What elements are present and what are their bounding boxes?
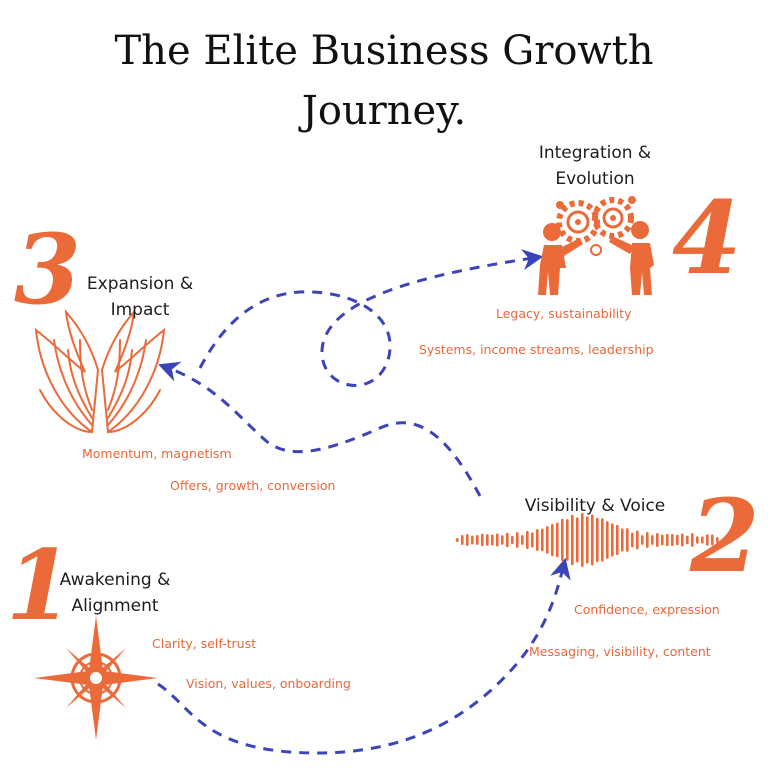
wave-bar bbox=[686, 535, 689, 545]
gear-team-icon bbox=[538, 196, 654, 295]
wave-bar bbox=[706, 534, 709, 546]
wave-bar bbox=[621, 528, 624, 552]
stage-3-title: Expansion & Impact bbox=[60, 271, 220, 323]
stage-1-number: 1 bbox=[6, 529, 73, 642]
wave-bar bbox=[496, 533, 499, 547]
wave-bar bbox=[656, 533, 659, 547]
stage-2-point-1: Confidence, expression bbox=[574, 602, 720, 617]
stage-3-point-1: Momentum, magnetism bbox=[82, 446, 232, 461]
wave-bar bbox=[486, 534, 489, 546]
wave-bar bbox=[481, 533, 484, 547]
sound-wave-icon bbox=[456, 513, 719, 567]
compass-icon bbox=[34, 616, 158, 740]
wave-bar bbox=[506, 532, 509, 548]
page-title: The Elite Business Growth bbox=[114, 28, 654, 74]
wave-bar bbox=[531, 532, 534, 548]
wave-bar bbox=[596, 517, 599, 563]
wave-bar bbox=[566, 519, 569, 561]
wave-bar bbox=[456, 538, 459, 542]
stage-3-number: 3 bbox=[14, 213, 81, 326]
stage-2-number: 2 bbox=[690, 477, 760, 595]
stage-1-point-2: Vision, values, onboarding bbox=[186, 676, 351, 691]
wave-bar bbox=[631, 532, 634, 548]
wave-bar bbox=[581, 513, 584, 567]
wave-bar bbox=[671, 533, 674, 547]
wave-bar bbox=[526, 530, 529, 550]
wave-bar bbox=[541, 528, 544, 552]
wave-bar bbox=[601, 518, 604, 562]
wave-bar bbox=[636, 530, 639, 550]
stage-1-title: Awakening & Alignment bbox=[40, 567, 190, 619]
wave-bar bbox=[471, 535, 474, 545]
wave-bar bbox=[626, 528, 629, 552]
stage-2-title: Visibility & Voice bbox=[524, 496, 666, 516]
wings-icon bbox=[34, 308, 166, 434]
wave-bar bbox=[661, 534, 664, 546]
wave-bar bbox=[501, 535, 504, 545]
wave-bar bbox=[646, 532, 649, 548]
wave-bar bbox=[521, 535, 524, 545]
wave-bar bbox=[586, 516, 589, 564]
wave-bar bbox=[716, 537, 719, 543]
path-segment-1-to-2 bbox=[157, 557, 571, 755]
wave-bar bbox=[641, 535, 644, 545]
stage-1-point-1: Clarity, self-trust bbox=[152, 636, 256, 651]
wave-bar bbox=[676, 534, 679, 546]
stage-1-title-line-2: Alignment bbox=[71, 596, 159, 616]
wave-bar bbox=[546, 526, 549, 554]
stage-4-title-line-2: Evolution bbox=[555, 169, 635, 189]
wave-bar bbox=[461, 535, 464, 545]
stage-3-title-line-1: Expansion & bbox=[86, 274, 194, 294]
wave-bar bbox=[571, 514, 574, 566]
wave-bar bbox=[476, 535, 479, 545]
wave-bar bbox=[466, 534, 469, 546]
wave-bar bbox=[561, 518, 564, 562]
stage-3-point-2: Offers, growth, conversion bbox=[170, 478, 336, 493]
wave-bar bbox=[701, 536, 704, 544]
wave-bar bbox=[576, 517, 579, 563]
stage-4-title: Integration & Evolution bbox=[515, 140, 675, 192]
wave-bar bbox=[711, 534, 714, 546]
wave-bar bbox=[696, 536, 699, 544]
wave-bar bbox=[666, 533, 669, 547]
stage-4-point-1: Legacy, sustainability bbox=[496, 306, 632, 321]
wave-bar bbox=[491, 534, 494, 546]
wave-bar bbox=[591, 514, 594, 566]
path-segment-2-to-3 bbox=[158, 361, 482, 497]
stage-2-point-2: Messaging, visibility, content bbox=[529, 644, 711, 659]
wave-bar bbox=[681, 533, 684, 547]
wave-bar bbox=[616, 524, 619, 556]
wave-bar bbox=[691, 533, 694, 547]
stage-4-title-line-1: Integration & bbox=[538, 143, 652, 163]
wave-bar bbox=[516, 532, 519, 548]
wave-bar bbox=[611, 523, 614, 557]
stage-4-number: 4 bbox=[672, 179, 742, 297]
wave-bar bbox=[551, 523, 554, 557]
stage-3-title-line-2: Impact bbox=[110, 300, 170, 320]
wave-bar bbox=[606, 521, 609, 559]
stage-4-point-2: Systems, income streams, leadership bbox=[419, 342, 654, 357]
wave-bar bbox=[651, 535, 654, 545]
path-segment-3-to-4 bbox=[198, 249, 544, 387]
wave-bar bbox=[511, 535, 514, 545]
stage-1-title-line-1: Awakening & bbox=[59, 570, 171, 590]
wave-bar bbox=[556, 522, 559, 558]
page-title-line-2: Journey. bbox=[301, 88, 467, 134]
wave-bar bbox=[536, 529, 539, 551]
